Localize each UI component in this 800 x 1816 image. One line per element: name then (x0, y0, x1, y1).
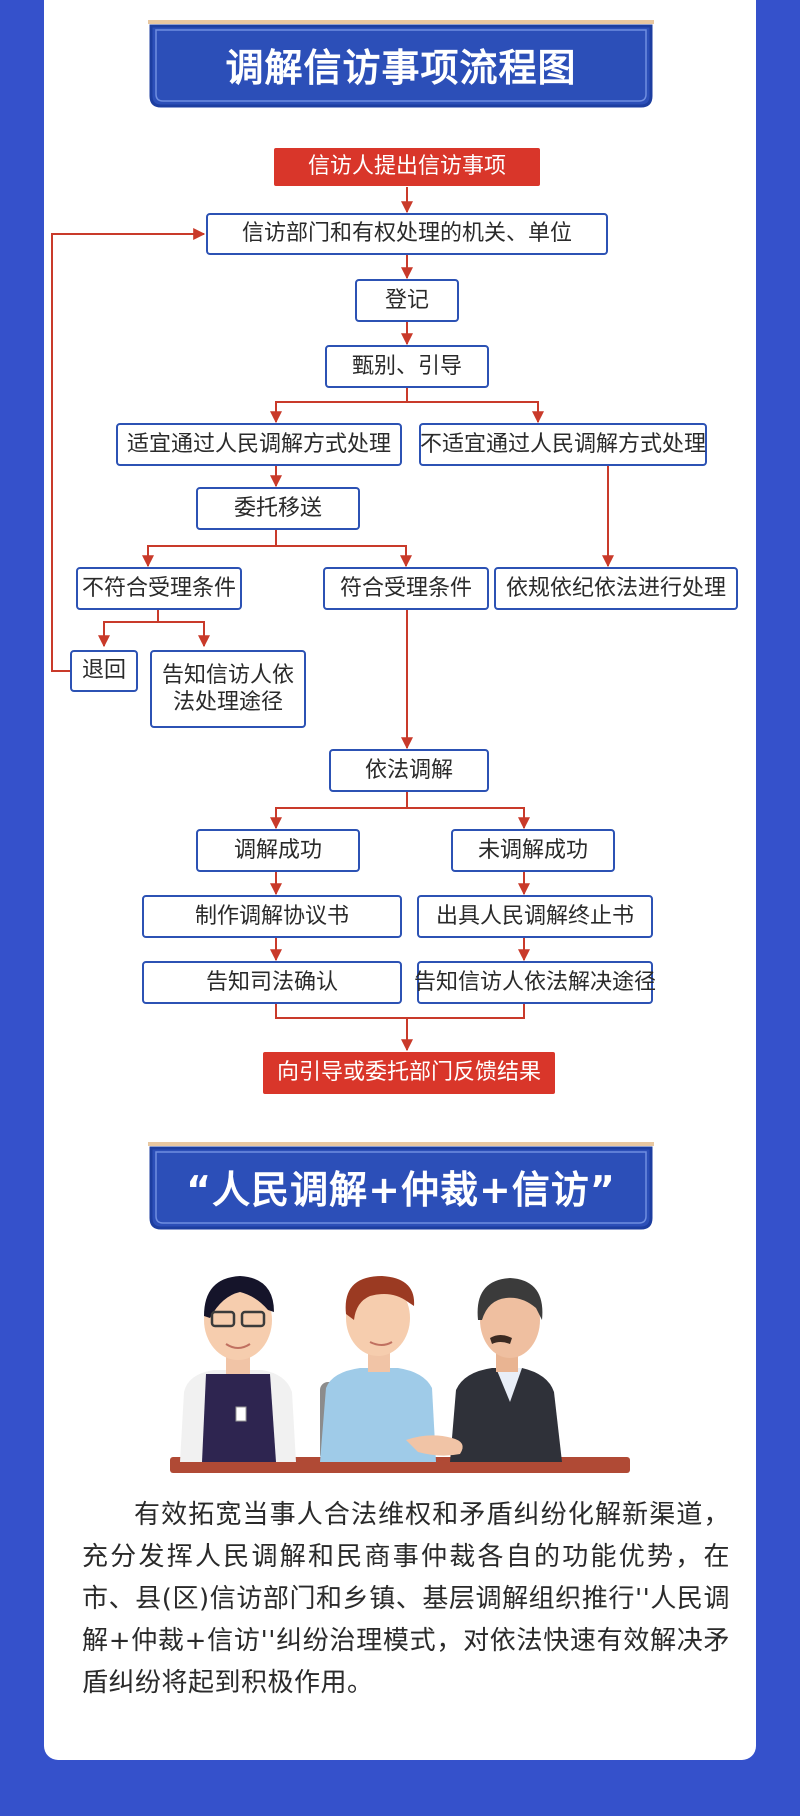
arrow-screen-unsuitable (407, 401, 544, 424)
person-staff (180, 1276, 296, 1462)
flow-make-agreement: 制作调解协议书 (142, 895, 402, 938)
arrow-screen-suitable (270, 388, 408, 424)
handshake-hands (406, 1435, 463, 1456)
flow-register: 登记 (355, 279, 459, 322)
flow-return: 退回 (70, 650, 138, 692)
banner-background (148, 1142, 654, 1230)
flow-inform-solution: 告知信访人依法解决途径 (414, 961, 656, 1004)
flow-feedback: 向引导或委托部门反馈结果 (263, 1052, 555, 1094)
model-title: “人民调解+仲裁+信访” (186, 1167, 616, 1212)
flow-start: 信访人提出信访事项 (274, 148, 540, 186)
flow-unsuitable: 不适宜通过人民调解方式处理 (419, 423, 707, 466)
arrow-entrust-notmeet (142, 530, 277, 568)
flow-connectors (51, 187, 614, 1052)
flow-inform-path: 告知信访人依法处理途径 (150, 650, 306, 728)
flow-judicial: 告知司法确认 (142, 961, 402, 1004)
arrow-merge-line (275, 1004, 525, 1019)
person-applicant (320, 1276, 436, 1462)
model-title-banner: “人民调解+仲裁+信访” (148, 1142, 654, 1230)
flow-termination: 出具人民调解终止书 (417, 895, 653, 938)
flow-mediate: 依法调解 (329, 749, 489, 792)
flow-meet: 符合受理条件 (323, 567, 489, 610)
flow-not-meet: 不符合受理条件 (76, 567, 242, 610)
flow-lawful-handle: 依规依纪依法进行处理 (494, 567, 738, 610)
flow-suitable: 适宜通过人民调解方式处理 (116, 423, 402, 466)
arrow-return-dept (51, 228, 206, 672)
flowchart-title-banner: 调解信访事项流程图 (148, 20, 654, 108)
flow-screen: 甄别、引导 (325, 345, 489, 388)
flowchart-title: 调解信访事项流程图 (225, 45, 577, 90)
arrow-mediate-fail (407, 807, 530, 830)
flow-fail: 未调解成功 (451, 829, 615, 872)
flow-success: 调解成功 (196, 829, 360, 872)
arrow-notmeet-inform (158, 621, 210, 648)
banner-background (148, 20, 654, 108)
flow-dept: 信访部门和有权处理的机关、单位 (206, 213, 608, 255)
person-official (450, 1278, 562, 1462)
arrow-mediate-success (270, 792, 408, 830)
description-paragraph: 有效拓宽当事人合法维权和矛盾纠纷化解新渠道，充分发挥人民调解和民商事仲裁各自的功… (82, 1500, 730, 1698)
flow-entrust: 委托移送 (196, 487, 360, 530)
arrow-notmeet-return (98, 610, 159, 648)
arrow-entrust-meet (276, 545, 412, 568)
three-people-handshake-illustration (170, 1276, 630, 1473)
